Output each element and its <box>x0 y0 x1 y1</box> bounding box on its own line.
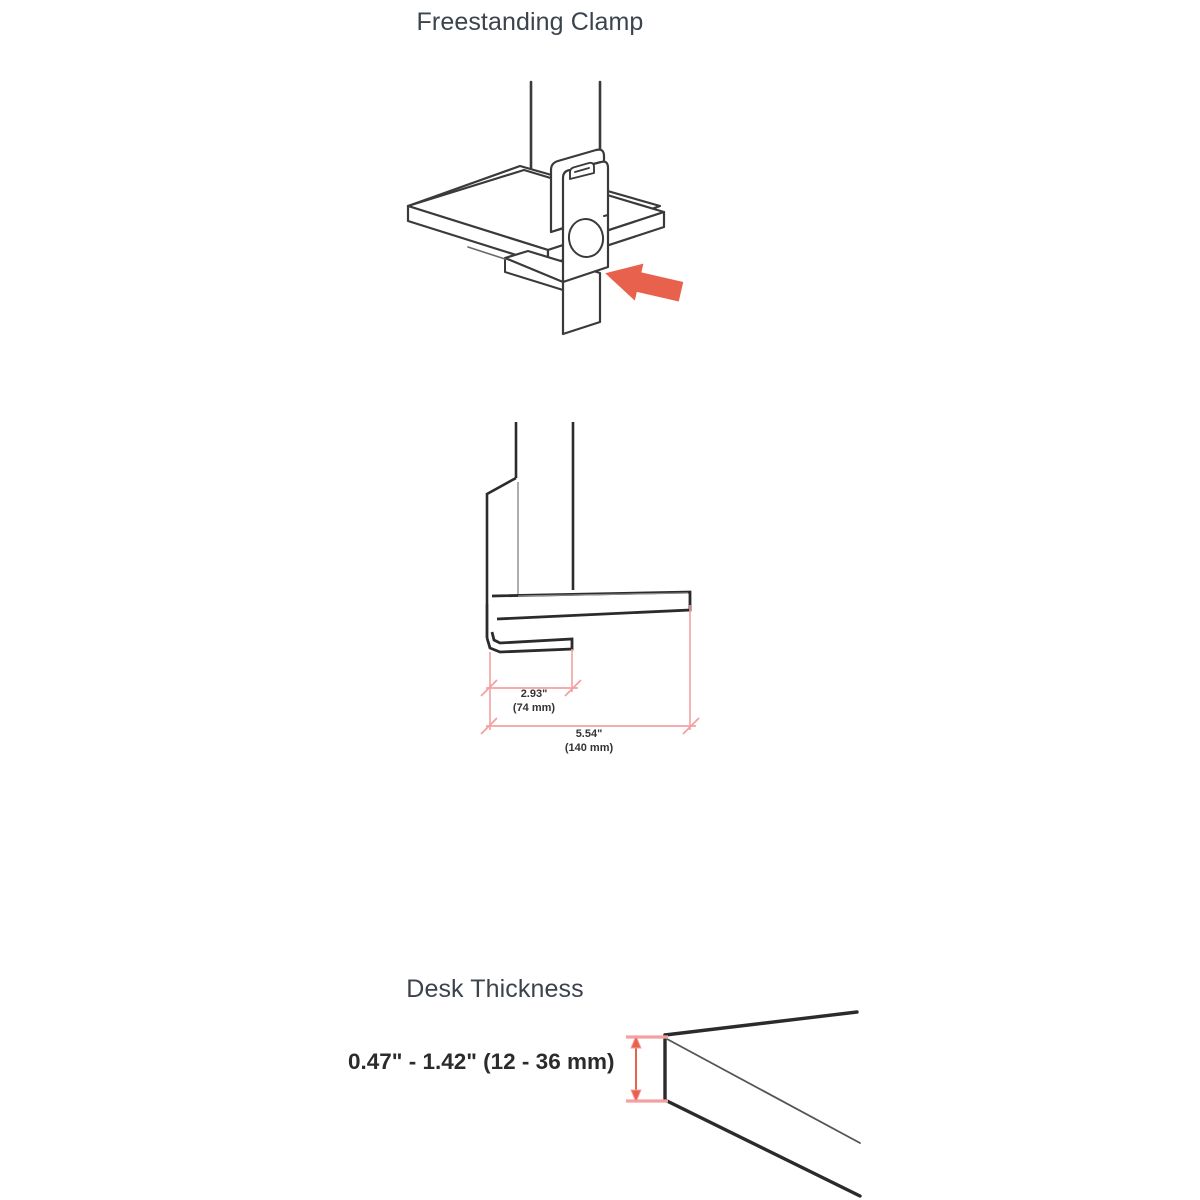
post-shoulder-profile <box>485 476 517 604</box>
clamp-knob-icon <box>567 218 605 258</box>
thickness-arrow-head-up <box>630 1034 642 1049</box>
thickness-arrow-head-down <box>630 1089 642 1104</box>
depth-dimension-line <box>480 679 582 697</box>
extension-lines <box>489 605 691 730</box>
desk-bottom-edge <box>663 1098 862 1198</box>
base-arm-inner-edge <box>517 592 689 597</box>
desk-underside-line <box>467 246 506 260</box>
clamp-rear-bracket <box>504 214 609 291</box>
depth-dimension-mm: (74 mm) <box>513 702 556 714</box>
desk-thickness-title: Desk Thickness <box>406 975 584 1003</box>
freestanding-clamp-title: Freestanding Clamp <box>416 8 644 36</box>
clamp-side-view-dimensioned: 2.93" (74 mm) 5.54" (140 mm) <box>480 422 700 754</box>
desk-thickness-dimension <box>626 1034 668 1104</box>
installation-direction-arrow <box>605 263 684 302</box>
width-dimension-mm: (140 mm) <box>565 742 614 754</box>
width-dimension-inches: 5.54" <box>576 728 603 740</box>
clamp-hook-profile <box>485 631 574 654</box>
dimension-annotations <box>480 605 700 735</box>
width-dimension-line <box>480 717 700 735</box>
freestanding-clamp-illustration <box>406 80 684 336</box>
desk-surface-receding-line <box>666 1038 861 1144</box>
desk-thickness-illustration <box>626 1010 862 1198</box>
clamp-base-arm <box>491 590 692 621</box>
desk-top-edge <box>663 1010 859 1037</box>
clamp-top-tab <box>569 161 595 180</box>
post-side-profile <box>514 422 575 590</box>
depth-dimension-inches: 2.93" <box>521 688 548 700</box>
thickness-extension-lines <box>626 1035 668 1103</box>
desk-thickness-range-label: 0.47" - 1.42" (12 - 36 mm) <box>348 1049 615 1074</box>
